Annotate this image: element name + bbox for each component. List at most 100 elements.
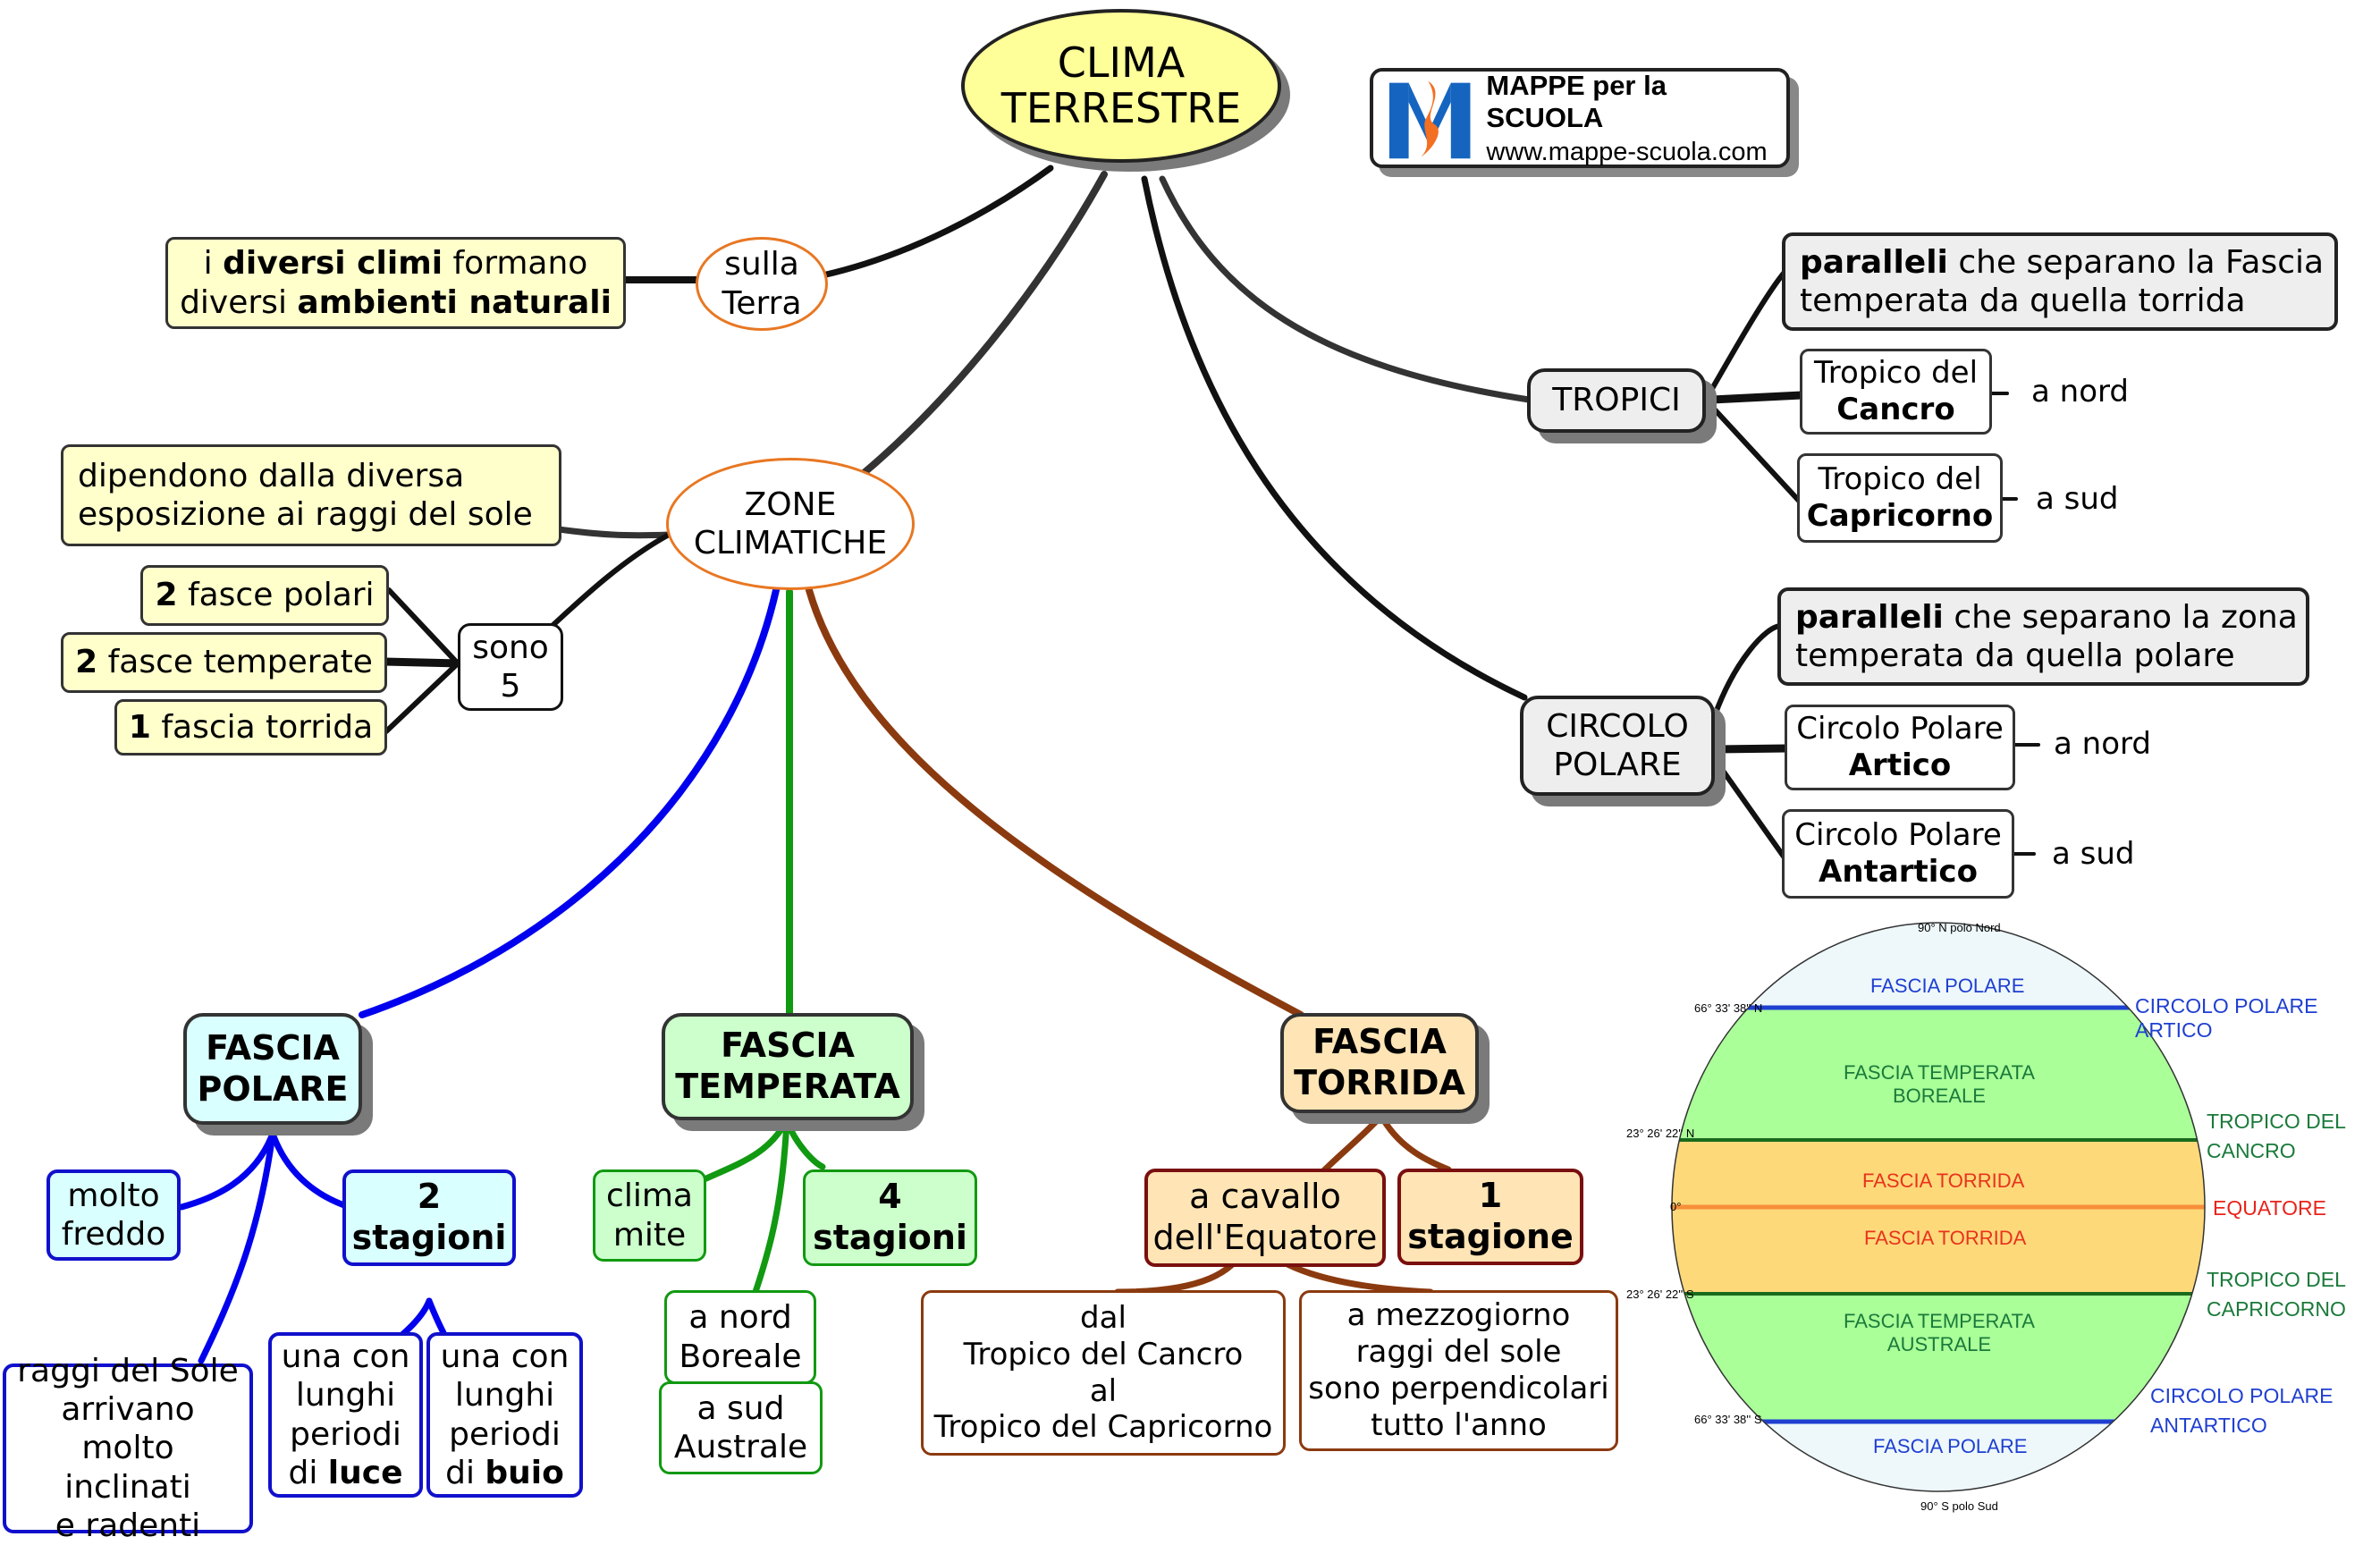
lat-antarctic: 66° 33' 38'' S	[1694, 1413, 1762, 1426]
cavallo-equatore-label: a cavallo dell'Equatore	[1152, 1177, 1378, 1257]
root-title-line1: CLIMA	[1057, 38, 1186, 88]
tropici-def-text: paralleli che separano la Fascia tempera…	[1800, 243, 2324, 320]
node-periodi-luce[interactable]: una con lunghi periodi di luce	[268, 1332, 423, 1498]
band-label-torrid-north: FASCIA TORRIDA	[1862, 1169, 2025, 1192]
clima-mite-label: clima mite	[606, 1178, 693, 1254]
brand-url[interactable]: www.mappe-scuola.com	[1486, 137, 1768, 166]
stagione-num: 1	[1478, 1176, 1503, 1216]
edge-torrida-cavallo	[1320, 1112, 1385, 1175]
lat-equator: 0°	[1670, 1200, 1682, 1213]
root-node-clima-terrestre[interactable]: CLIMA TERRESTRE	[961, 9, 1281, 163]
edge-circolo-def	[1712, 623, 1784, 718]
node-circolo-antartico[interactable]: Circolo Polare Antartico	[1782, 809, 2014, 899]
node-cavallo-equatore[interactable]: a cavallo dell'Equatore	[1144, 1169, 1386, 1267]
edge-tropici-capricorno	[1709, 404, 1802, 503]
line-label-cancer: TROPICO DEL CANCRO	[2207, 1110, 2346, 1163]
text-mid: formano diversi	[180, 245, 588, 321]
node-periodi-buio[interactable]: una con lunghi periodi di buio	[426, 1332, 583, 1498]
band-label-polar-north: FASCIA POLARE	[1870, 975, 2025, 997]
node-4-stagioni[interactable]: 4 stagioni	[803, 1169, 977, 1266]
mappe-m-logo-icon	[1388, 80, 1471, 159]
node-esposizione-note[interactable]: dipendono dalla diversa esposizione ai r…	[61, 444, 561, 546]
edge-tropici-def	[1707, 266, 1791, 396]
lat-arctic: 66° 33' 38'' N	[1694, 1001, 1763, 1015]
def-text: che separano la Fascia temperata da quel…	[1800, 243, 2325, 319]
text-pre: i	[203, 245, 224, 283]
node-1-fascia-torrida[interactable]: 1 fascia torrida	[114, 699, 387, 756]
node-raggi-inclinati[interactable]: raggi del Sole arrivano molto inclinati …	[3, 1353, 253, 1544]
periodi-luce-text: una con lunghi periodi di luce	[282, 1338, 410, 1492]
line-label-capricorn: TROPICO DEL CAPRICORNO	[2207, 1268, 2346, 1321]
edge-temp-mite	[703, 1117, 790, 1182]
node-clima-mite[interactable]: clima mite	[593, 1169, 706, 1262]
a-nord-boreale-label: a nord Boreale	[679, 1299, 802, 1375]
node-2-stagioni[interactable]: 2 stagioni	[342, 1169, 516, 1266]
globe-diagram: 90° N polo Nord 90° S polo Sud 66° 33' 3…	[1609, 912, 2380, 1532]
node-1-stagione[interactable]: 1 stagione	[1397, 1169, 1583, 1265]
artico-line1: Circolo Polare	[1796, 711, 2004, 747]
edge-torrida-stagione	[1378, 1112, 1452, 1173]
node-diversi-climi[interactable]: i diversi climi formano diversi ambienti…	[165, 237, 626, 329]
edge-root-tropici	[1159, 175, 1532, 403]
label-artico-a-nord: a nord	[2054, 726, 2151, 762]
diversi-climi-text: i diversi climi formano diversi ambienti…	[180, 244, 612, 321]
band-label-temperate-south: FASCIA TEMPERATA AUSTRALE	[1844, 1310, 2035, 1355]
count-temperate: 2 fasce temperate	[75, 643, 373, 681]
edge-polare-stagioni	[269, 1130, 348, 1209]
stagioni-num: 4	[878, 1177, 902, 1217]
edge-temp-nord	[752, 1117, 790, 1296]
node-tropico-capricorno[interactable]: Tropico del Capricorno	[1797, 453, 2003, 543]
count-text: fascia torrida	[150, 708, 374, 746]
circolo-def-text: paralleli che separano la zona temperata…	[1795, 598, 2298, 675]
node-circolo-artico[interactable]: Circolo Polare Artico	[1785, 705, 2015, 790]
raggi-inclinati-text: raggi del Sole arrivano molto inclinati …	[17, 1353, 239, 1544]
brand-logo-box[interactable]: MAPPE per la SCUOLA www.mappe-scuola.com	[1370, 68, 1790, 168]
esposizione-note-text: dipendono dalla diversa esposizione ai r…	[78, 457, 533, 533]
node-2-fasce-polari[interactable]: 2 fasce polari	[140, 565, 389, 626]
node-2-fasce-temperate[interactable]: 2 fasce temperate	[61, 632, 387, 693]
node-a-sud-australe[interactable]: a sud Australe	[659, 1381, 823, 1474]
def-bold: paralleli	[1800, 243, 1948, 281]
node-sono-5[interactable]: sono 5	[458, 623, 563, 711]
line-label-antarctic: CIRCOLO POLARE ANTARTICO	[2150, 1384, 2334, 1438]
edge-sono-polari	[386, 587, 460, 666]
node-fascia-polare[interactable]: FASCIA POLARE	[183, 1013, 362, 1125]
node-dal-tropico[interactable]: dal Tropico del Cancro al Tropico del Ca…	[921, 1290, 1286, 1456]
stagioni-word: stagioni	[813, 1218, 967, 1257]
node-fascia-torrida[interactable]: FASCIA TORRIDA	[1280, 1013, 1479, 1113]
raggi-perpendicolari-text: a mezzogiorno raggi del sole sono perpen…	[1308, 1297, 1609, 1443]
band-temperate-south	[1672, 1294, 2205, 1422]
line-label-equator: EQUATORE	[2213, 1196, 2326, 1220]
artico-bold: Artico	[1848, 747, 1952, 783]
count-text: fasce polari	[177, 577, 375, 614]
node-circolo-polare[interactable]: CIRCOLO POLARE	[1520, 696, 1715, 796]
edge-root-circolo	[1141, 175, 1528, 701]
edge-zone-torrida	[806, 587, 1304, 1018]
node-sulla-terra[interactable]: sulla Terra	[696, 237, 828, 331]
antartico-line1: Circolo Polare	[1794, 817, 2002, 854]
def-bold: paralleli	[1795, 598, 1944, 636]
node-a-nord-boreale[interactable]: a nord Boreale	[664, 1290, 816, 1384]
globe-outline	[1671, 922, 2206, 1492]
molto-freddo-label: molto freddo	[61, 1177, 166, 1253]
node-circolo-definition[interactable]: paralleli che separano la zona temperata…	[1777, 587, 2309, 686]
edge-root-sulla-terra	[819, 165, 1054, 279]
node-raggi-perpendicolari[interactable]: a mezzogiorno raggi del sole sono perpen…	[1299, 1290, 1618, 1451]
edge-tropici-cancro	[1708, 391, 1806, 404]
node-tropici[interactable]: TROPICI	[1527, 368, 1706, 433]
count-num: 2	[155, 577, 178, 614]
node-molto-freddo[interactable]: molto freddo	[46, 1169, 181, 1261]
text-bold-ambienti: ambienti naturali	[297, 283, 612, 321]
node-tropici-definition[interactable]: paralleli che separano la Fascia tempera…	[1782, 232, 2338, 331]
node-tropico-cancro[interactable]: Tropico del Cancro	[1800, 349, 1992, 435]
label-antartico-a-sud: a sud	[2052, 836, 2135, 872]
edge-zone-polare	[359, 587, 780, 1018]
node-zone-climatiche[interactable]: ZONE CLIMATICHE	[666, 458, 915, 590]
edge-circolo-antartico	[1714, 759, 1786, 859]
node-fascia-temperata[interactable]: FASCIA TEMPERATA	[662, 1013, 914, 1120]
periodi-text: una con lunghi periodi di	[281, 1338, 410, 1491]
band-temperate-north	[1672, 1008, 2205, 1140]
stagione-word: stagione	[1407, 1217, 1574, 1256]
count-torrida: 1 fascia torrida	[129, 708, 373, 747]
